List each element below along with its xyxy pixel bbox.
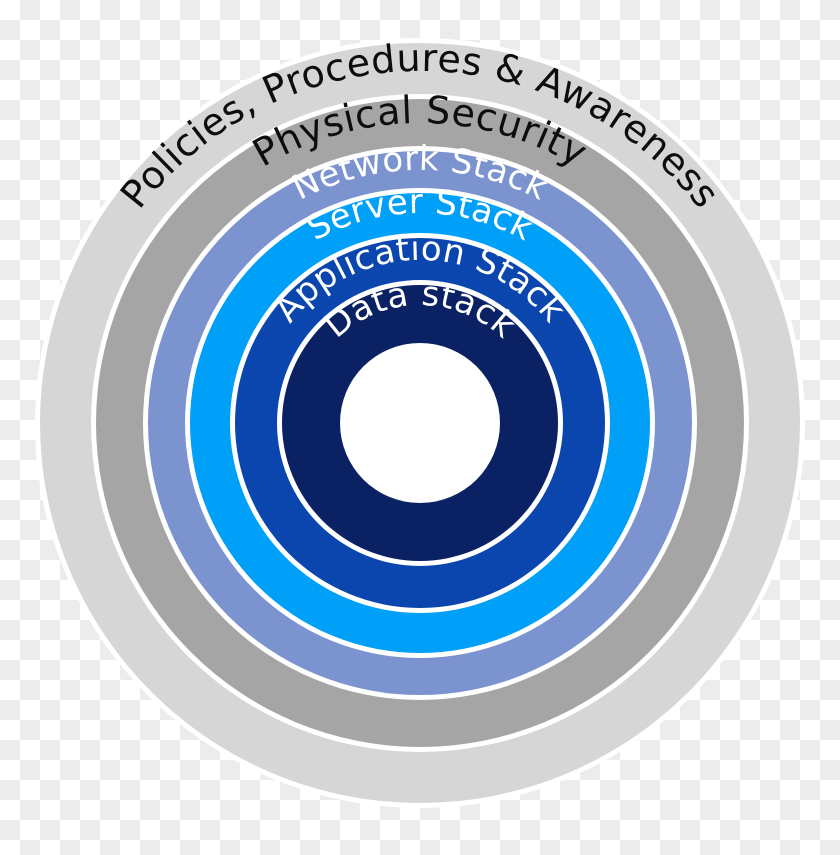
rings-group <box>35 38 805 808</box>
center-hub <box>340 343 500 503</box>
